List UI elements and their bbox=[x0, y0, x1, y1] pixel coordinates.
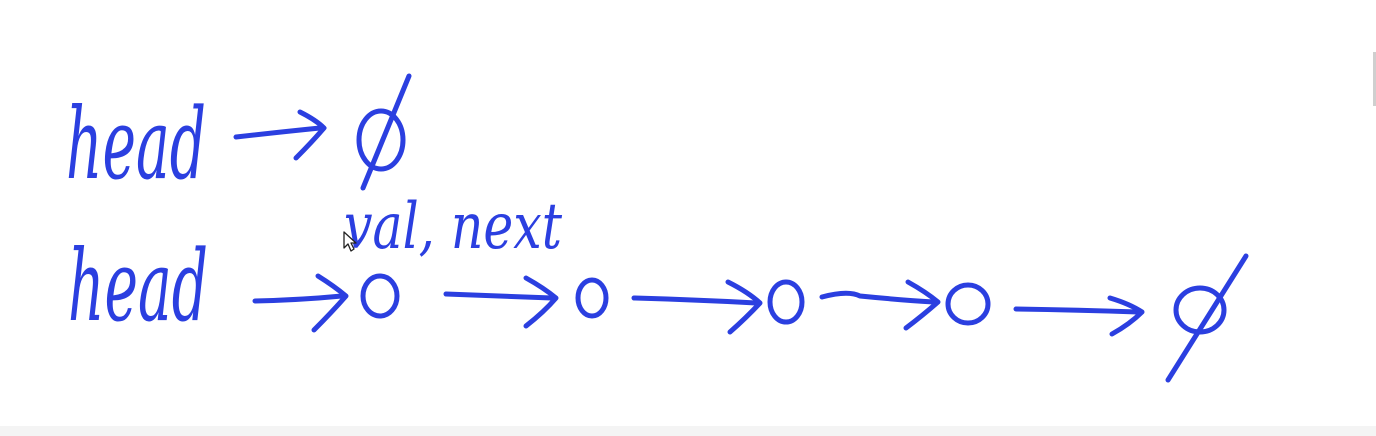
bottom-edge bbox=[0, 426, 1376, 436]
arrow-node-3-to-node-4 bbox=[819, 279, 941, 331]
arrow-node-2-to-node-3 bbox=[631, 279, 763, 335]
arrow-node-1-to-node-2 bbox=[443, 275, 559, 329]
arrow-node-4-to-null bbox=[1013, 295, 1145, 337]
null-symbol-empty-list bbox=[356, 73, 412, 191]
null-symbol-linked-list-text: ϕ bbox=[1200, 308, 1201, 311]
arrow-head-to-null bbox=[233, 109, 327, 161]
scrollbar-edge bbox=[1373, 52, 1376, 106]
null-symbol-linked-list bbox=[1165, 253, 1249, 383]
list-node-4: 0 bbox=[945, 282, 991, 326]
arrow-head-to-node-1 bbox=[252, 273, 349, 333]
list-node-1-value: 0 bbox=[380, 301, 381, 303]
list-node-2-value: 0 bbox=[592, 301, 593, 303]
list-node-1: 0 bbox=[360, 273, 400, 319]
head-label-empty-list: head bbox=[66, 88, 206, 202]
head-label-linked-list: head bbox=[68, 230, 208, 344]
list-node-3: 0 bbox=[767, 279, 805, 325]
list-node-2: 0 bbox=[575, 277, 609, 319]
mouse-cursor-icon bbox=[343, 231, 357, 252]
list-node-4-value: 0 bbox=[968, 307, 969, 309]
node-field-label: val, next bbox=[344, 190, 562, 264]
list-node-3-value: 0 bbox=[786, 305, 787, 307]
